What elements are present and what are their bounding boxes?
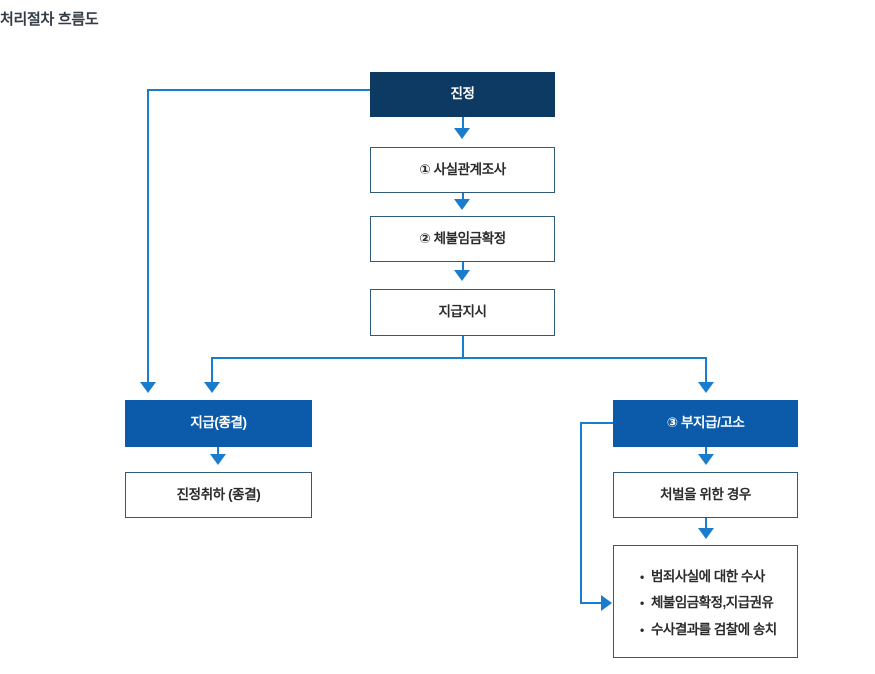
list-item: 범죄사실에 대한 수사 [640,564,797,590]
edge-complaint-fact-v [462,116,464,130]
edge-accuse-punish-v [705,447,707,457]
node-payment-close[interactable]: 지급(종결) [125,400,312,447]
edge-complaint-to-payment-h [148,89,372,91]
edge-complaint-to-payment-v [147,89,149,382]
edge-bus-left-arrow [204,382,220,393]
edge-accuse-list-h2 [580,602,605,604]
node-wage-determine[interactable]: ② 체불임금확정 [370,216,555,262]
edge-accuse-punish-arrow [698,454,714,465]
edge-accuse-list-h1 [580,422,615,424]
node-fact-survey[interactable]: ① 사실관계조사 [370,147,555,193]
edge-accuse-list-arrow [601,595,612,611]
node-punishment-case[interactable]: 처벌을 위한 경우 [613,472,798,518]
node-complaint-withdraw[interactable]: 진정취하 (종결) [125,472,312,518]
node-complaint[interactable]: 진정 [370,72,555,117]
list-item: 체불임금확정,지급권유 [640,590,797,616]
edge-accuse-list-v [580,422,582,603]
list-item: 수사결과를 검찰에 송치 [640,617,797,643]
edge-wage-order-arrow [454,270,470,281]
edge-fact-wage-v [462,193,464,203]
node-payment-order[interactable]: 지급지시 [370,289,555,336]
edge-fact-wage-arrow [454,199,470,210]
edge-complaint-to-payment-arrow [140,382,156,393]
edge-punish-list-v [705,518,707,530]
edge-payment-withdraw-v [217,447,219,457]
page-title: 처리절차 흐름도 [0,11,99,28]
edge-bus-right-arrow [698,382,714,393]
edge-wage-order-v [462,262,464,272]
node-nonpayment-accuse[interactable]: ③ 부지급/고소 [613,400,798,447]
edge-punish-list-arrow [698,528,714,539]
edge-order-bus-h [212,357,706,359]
edge-bus-left-v [211,357,213,382]
edge-complaint-fact-arrow [454,128,470,139]
node-investigation-list[interactable]: 범죄사실에 대한 수사 체불임금확정,지급권유 수사결과를 검찰에 송치 [613,545,798,658]
edge-payment-withdraw-arrow [210,454,226,465]
edge-order-bus-v [462,336,464,359]
edge-bus-right-v [705,357,707,382]
